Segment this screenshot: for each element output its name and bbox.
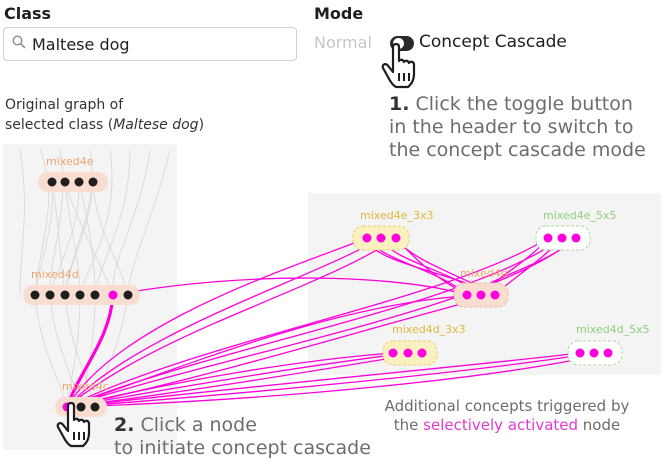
- class-search-input[interactable]: [32, 29, 287, 59]
- cascade-node[interactable]: [376, 233, 386, 243]
- cascade-node[interactable]: [589, 348, 599, 358]
- cascade-node[interactable]: [490, 290, 500, 300]
- step-2-instructions: 2. Click a node to initiate concept casc…: [114, 414, 404, 460]
- step-2-line-2: to initiate concept cascade: [114, 437, 371, 459]
- cascade-node[interactable]: [462, 290, 472, 300]
- step-1-instructions: 1. Click the toggle button in the header…: [389, 93, 664, 162]
- graph-node[interactable]: [60, 290, 70, 300]
- graph-node[interactable]: [74, 177, 84, 187]
- graph-node[interactable]: [47, 177, 57, 187]
- cascade-node[interactable]: [571, 233, 581, 243]
- graph-node[interactable]: [30, 290, 40, 300]
- group-label-mixed4d-5x5: mixed4d_5x5: [576, 323, 650, 336]
- graph-node[interactable]: [60, 177, 70, 187]
- mixed4e-group: [38, 172, 108, 192]
- graph-node[interactable]: [45, 290, 55, 300]
- graph-caption: Original graph of selected class (Maltes…: [5, 95, 204, 135]
- caption-class-name: Maltese dog: [113, 117, 199, 133]
- class-header: Class: [4, 4, 52, 23]
- cascade-annotation: Additional concepts triggered by the sel…: [362, 397, 652, 435]
- cascade-node[interactable]: [417, 348, 427, 358]
- graph-node[interactable]: [123, 290, 133, 300]
- group-label-mixed4e-5x5: mixed4e_5x5: [543, 209, 616, 222]
- cascade-node[interactable]: [557, 233, 567, 243]
- step-1-line-2: in the header to switch to: [389, 116, 634, 138]
- mode-option-cascade[interactable]: Concept Cascade: [419, 32, 567, 52]
- graph-node[interactable]: [75, 290, 85, 300]
- active-edge: [65, 294, 115, 408]
- group-label-mixed4d-3x3: mixed4d_3x3: [392, 323, 466, 336]
- graph-node-active[interactable]: [108, 290, 118, 300]
- cascade-node[interactable]: [575, 348, 585, 358]
- cascade-node[interactable]: [543, 233, 553, 243]
- graph-node[interactable]: [90, 402, 100, 412]
- class-search-box[interactable]: [3, 27, 297, 61]
- annotation-suffix: node: [578, 416, 621, 434]
- mode-option-normal[interactable]: Normal: [314, 33, 372, 52]
- layer-label-mixed4e: mixed4e: [46, 155, 94, 168]
- graph-node[interactable]: [90, 290, 100, 300]
- cascade-node[interactable]: [476, 290, 486, 300]
- step-2-line-1: Click a node: [140, 414, 257, 436]
- graph-node[interactable]: [76, 402, 86, 412]
- graph-node[interactable]: [88, 177, 98, 187]
- step-1-line-3: the concept cascade mode: [389, 139, 646, 161]
- group-label-mixed4d: mixed4d: [460, 267, 508, 280]
- mode-header: Mode: [314, 4, 364, 23]
- hand-pointer-icon: [381, 43, 416, 89]
- group-label-mixed4e-3x3: mixed4e_3x3: [360, 209, 433, 222]
- search-icon: [12, 35, 26, 49]
- annotation-highlight: selectively activated: [423, 416, 579, 434]
- caption-line-1: Original graph of: [5, 97, 124, 113]
- step-1-line-1: Click the toggle button: [415, 93, 633, 115]
- cascade-node[interactable]: [603, 348, 613, 358]
- cascade-node[interactable]: [362, 233, 372, 243]
- annotation-prefix: the: [393, 416, 424, 434]
- cascade-edges: [66, 237, 609, 408]
- layer-label-mixed4c: mixed4c: [62, 380, 109, 393]
- step-1-number: 1.: [389, 93, 410, 115]
- step-2-number: 2.: [114, 414, 135, 436]
- hand-pointer-icon-node: [56, 402, 91, 448]
- annotation-line-1: Additional concepts triggered by: [384, 397, 630, 415]
- cascade-node[interactable]: [403, 348, 413, 358]
- caption-prefix: selected class (: [5, 117, 114, 133]
- layer-label-mixed4d: mixed4d: [31, 268, 79, 281]
- cascade-node[interactable]: [391, 233, 401, 243]
- cascade-node[interactable]: [388, 348, 398, 358]
- caption-suffix: ): [198, 117, 205, 133]
